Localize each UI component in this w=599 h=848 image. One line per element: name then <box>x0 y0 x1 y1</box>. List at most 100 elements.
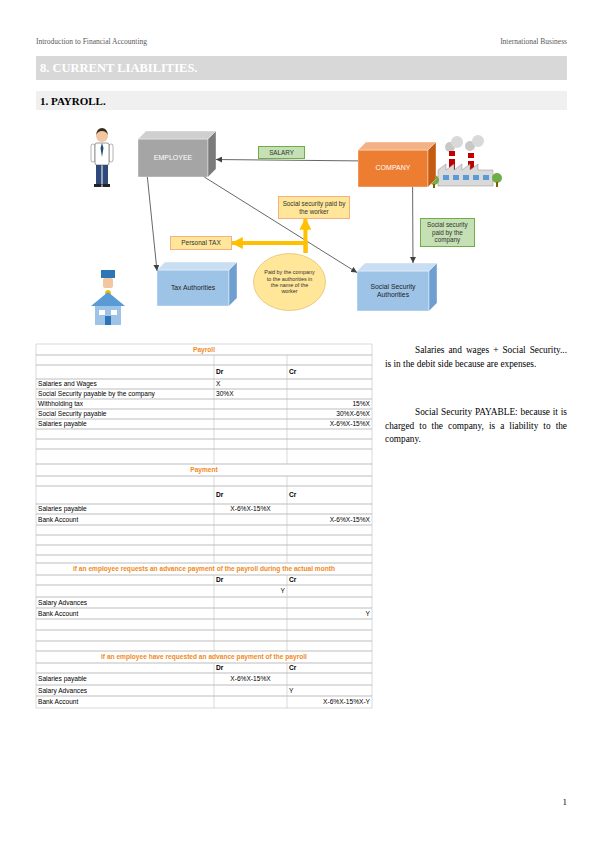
table-rule <box>372 685 373 696</box>
box-face <box>357 271 429 311</box>
window <box>483 175 489 180</box>
table-rule <box>372 429 373 439</box>
table-rule <box>214 525 215 535</box>
table-rule <box>36 673 372 674</box>
body-text: Salaries and wages + Social Security... … <box>385 344 567 371</box>
table-rule <box>214 419 215 429</box>
chimney-stripe <box>468 158 474 161</box>
table-rule <box>36 379 37 389</box>
table-cell: Salaries payable <box>36 419 214 429</box>
table-rule <box>36 439 372 440</box>
table-rule <box>36 449 372 450</box>
table-cell: X <box>214 379 287 389</box>
table-rule <box>214 630 215 641</box>
table-rule <box>36 439 372 440</box>
chimney-stripe <box>449 156 455 159</box>
sleeve <box>101 270 115 278</box>
table-rule <box>36 409 37 419</box>
table-rule <box>372 696 373 708</box>
table-rule <box>36 365 372 366</box>
table-rule <box>36 651 372 652</box>
table-rule <box>36 535 372 536</box>
table-rule <box>287 365 288 379</box>
node-label: Social Security Authorities <box>357 283 429 299</box>
table-rule <box>372 608 373 619</box>
table-rule <box>36 597 37 608</box>
note-ellipse: Paid by the company to the authorities i… <box>253 253 326 311</box>
table-header: Cr <box>287 486 372 504</box>
table-cell: 30%X-6%X <box>287 409 372 419</box>
table-cell: X-6%X-15%X-Y <box>287 696 372 708</box>
table-cell: X-6%X-15%X <box>214 673 287 685</box>
table-rule <box>287 379 288 389</box>
table-rule <box>36 476 37 486</box>
table-cell: Salary Advances <box>36 685 214 696</box>
box-face <box>358 142 436 150</box>
table-rule <box>287 663 288 673</box>
node-text-box: Tax Authorities <box>157 270 229 306</box>
table-rule <box>36 585 37 597</box>
table-cell: Bank Account <box>36 696 214 708</box>
node-label: EMPLOYEE <box>154 154 193 162</box>
table-rule <box>372 476 373 486</box>
table-rule <box>287 685 288 696</box>
subsection-heading: 1. PAYROLL. <box>40 92 340 110</box>
table-rule <box>287 399 288 409</box>
table-rule <box>287 545 288 555</box>
person-shoe <box>94 184 102 187</box>
window <box>463 175 469 180</box>
ellipse-shape <box>254 254 326 311</box>
tree <box>492 173 502 183</box>
table-rule <box>36 663 372 664</box>
factory-icon <box>429 135 502 188</box>
connector-arrow <box>204 177 357 273</box>
person-leg <box>96 165 102 185</box>
table-rule <box>287 608 288 619</box>
table-rule <box>287 525 288 535</box>
table-rule <box>36 449 37 464</box>
node-text-box: Social Security Authorities <box>357 271 429 311</box>
box-face <box>357 263 437 271</box>
table-rule <box>36 708 372 709</box>
table-cell: X-6%X-15%X <box>287 514 372 525</box>
box-face <box>157 262 237 270</box>
table-rule <box>36 545 37 555</box>
table-rule <box>36 685 372 686</box>
table-cell: Salaries payable <box>36 504 214 514</box>
table-cell: 15%X <box>287 399 372 409</box>
table-rule <box>36 514 37 525</box>
table-rule <box>36 514 372 515</box>
table-rule <box>372 464 373 476</box>
box-face <box>138 139 208 177</box>
person-shirt <box>95 143 109 165</box>
window <box>473 175 479 180</box>
table-header: Dr <box>214 575 287 585</box>
table-rule <box>36 355 372 356</box>
table-rule <box>36 355 372 356</box>
table-rule <box>372 419 373 429</box>
table-rule <box>36 504 372 505</box>
box-face <box>229 262 237 306</box>
table-rule <box>36 563 372 564</box>
table-rule <box>36 575 372 576</box>
table-rule <box>36 663 372 664</box>
table-rule <box>36 419 372 420</box>
table-header: Cr <box>287 365 372 379</box>
table-rule <box>36 419 37 429</box>
table-rule <box>287 585 288 597</box>
table-rule <box>372 365 373 379</box>
table-rule <box>214 439 215 449</box>
window <box>453 175 459 180</box>
table-rule <box>372 525 373 535</box>
box-face <box>138 131 216 139</box>
table-rule <box>214 535 215 545</box>
table-rule <box>36 464 37 476</box>
node-text-box: Personal TAX <box>171 237 231 249</box>
table-rule <box>214 389 215 399</box>
table-cell: Social Security payable by the company <box>36 389 214 399</box>
table-rule <box>36 685 372 686</box>
table-rule <box>372 486 373 504</box>
section-title: 8. CURRENT LIABILITIES. <box>40 56 540 80</box>
factory-building <box>438 164 493 186</box>
